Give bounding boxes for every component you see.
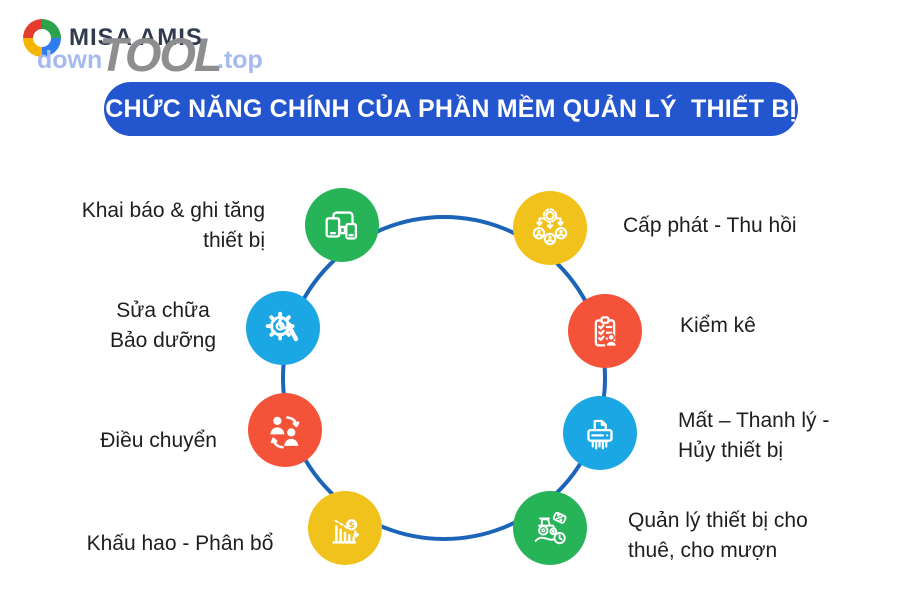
label-repair: Sửa chữa Bảo dưỡng: [109, 299, 217, 352]
label-transfer: Điều chuyển: [100, 429, 217, 452]
label-rental: Quản lý thiết bị cho thuê, cho mượn: [628, 509, 808, 562]
label-declare: Khai báo & ghi tăng thiết bị: [81, 199, 265, 252]
brand-logo: MISA AMIS: [23, 19, 203, 57]
allocation-icon: [513, 191, 587, 265]
misa-swirl-icon: [23, 19, 61, 57]
inventory-icon: [568, 294, 642, 368]
shredder-icon: [563, 396, 637, 470]
watermark-down: down: [37, 46, 103, 74]
label-allocation: Cấp phát - Thu hồi: [623, 214, 797, 237]
devices-icon: [305, 188, 379, 262]
repair-icon: [246, 291, 320, 365]
depreciation-icon: $: [308, 491, 382, 565]
title-banner: CHỨC NĂNG CHÍNH CỦA PHẦN MỀM QUẢN LÝ THI…: [104, 82, 798, 136]
brand-name: MISA AMIS: [69, 24, 203, 51]
label-inventory: Kiểm kê: [680, 314, 756, 337]
watermark-tool: TOOL: [99, 28, 223, 81]
label-depreciation: Khấu hao - Phân bổ: [86, 532, 274, 555]
transfer-icon: [248, 393, 322, 467]
page-title: CHỨC NĂNG CHÍNH CỦA PHẦN MỀM QUẢN LÝ THI…: [105, 94, 797, 123]
watermark-top: .top: [217, 46, 263, 74]
svg-text:$: $: [349, 521, 355, 531]
rental-icon: [513, 491, 587, 565]
label-disposal: Mất – Thanh lý - Hủy thiết bị: [678, 409, 830, 462]
